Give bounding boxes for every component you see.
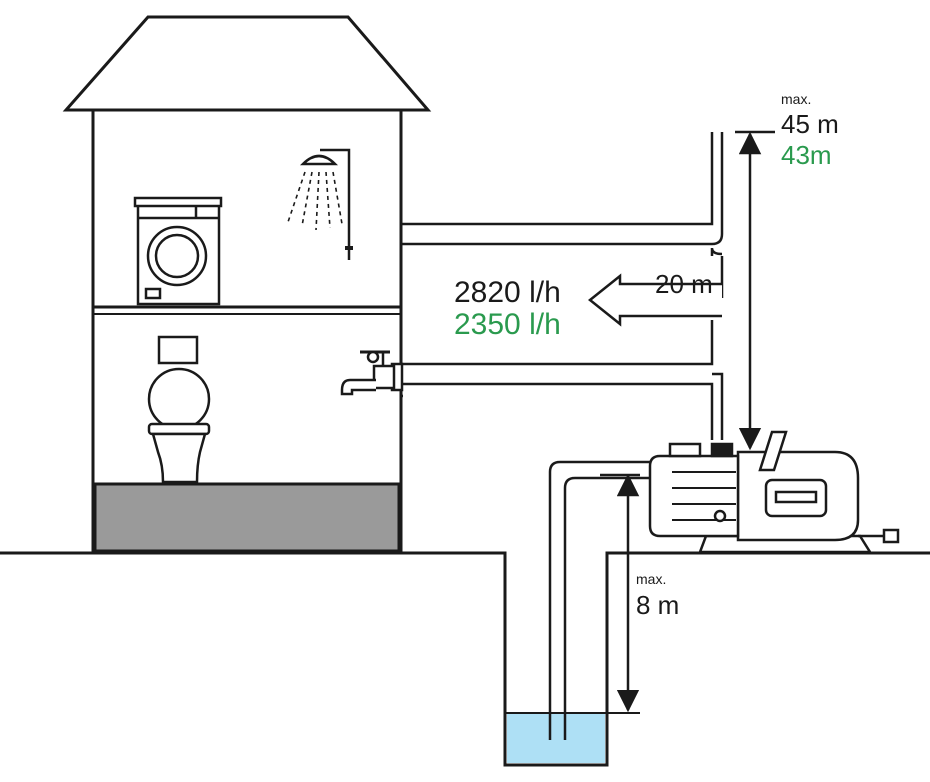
washing-machine-icon: [133, 196, 223, 306]
height-marker-label: 20 m: [655, 269, 713, 299]
pressure-head-prefix: max.: [781, 91, 811, 107]
ground: [0, 551, 930, 767]
toilet-icon: [147, 335, 211, 484]
delivery-pipes: [399, 132, 724, 740]
flow-rate-alt-value: 2350 l/h: [454, 308, 561, 341]
garden-pump-icon: [648, 430, 900, 554]
pressure-head-alt-value: 43m: [781, 140, 832, 170]
pressure-head-value: 45 m: [781, 109, 839, 139]
suction-depth-prefix: max.: [636, 571, 666, 587]
flow-rate-value: 2820 l/h: [454, 276, 561, 309]
house-foundation: [93, 482, 401, 553]
flow-arrow: [587, 273, 722, 327]
well-water: [507, 713, 605, 763]
dimension-arrows: [600, 130, 775, 713]
shower-icon: [287, 148, 353, 260]
faucet-icon: [340, 350, 404, 396]
house-icon: [62, 15, 432, 555]
suction-depth-value: 8 m: [636, 590, 679, 620]
